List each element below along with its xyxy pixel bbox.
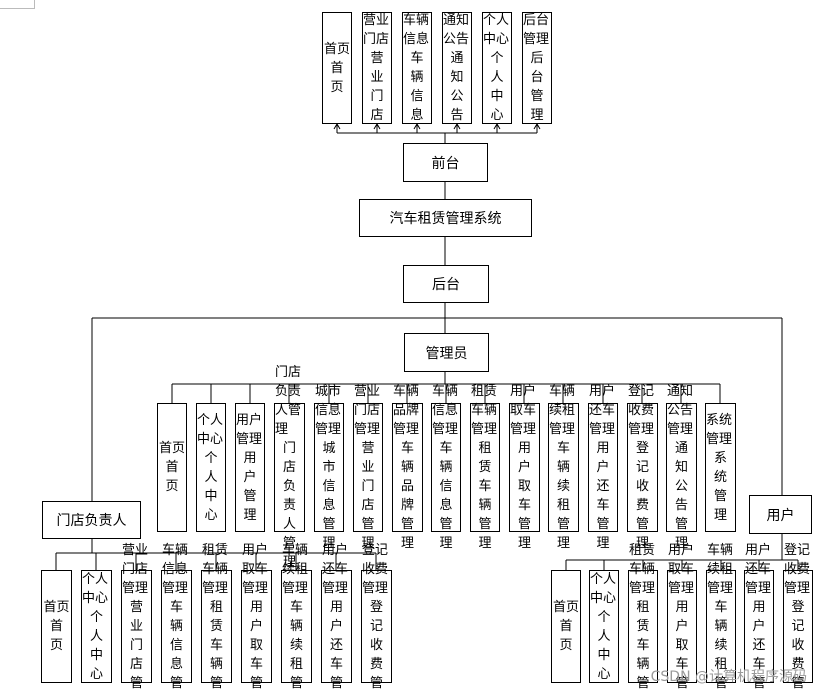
admin-module: 个人中心个人中心 — [196, 403, 226, 532]
user-module: 首页首页 — [551, 570, 581, 683]
root-system-node: 汽车租赁管理系统 — [359, 199, 532, 237]
admin-module: 用户还车管理用户还车管理 — [588, 384, 618, 551]
admin-module: 用户管理用户管理 — [235, 403, 265, 532]
frontend-module: 首页首页 — [322, 12, 352, 124]
admin-node: 管理员 — [404, 333, 489, 372]
admin-module: 首页首页 — [157, 403, 187, 532]
admin-module: 通知公告管理通知公告管理 — [666, 384, 697, 551]
frontend-module: 个人中心个人中心 — [482, 12, 512, 124]
admin-module: 租赁车辆管理租赁车辆管理 — [470, 384, 500, 551]
store-manager-node: 门店负责人 — [42, 501, 141, 539]
admin-module: 用户取车管理用户取车管理 — [509, 384, 540, 551]
backend-node: 后台 — [403, 265, 489, 303]
corner-mark — [0, 0, 35, 9]
frontend-node: 前台 — [403, 143, 488, 182]
store-manager-module: 个人中心个人中心 — [81, 570, 112, 683]
admin-module: 营业门店管理营业门店管理 — [353, 384, 383, 551]
admin-module: 车辆信息管理车辆信息管理 — [431, 384, 461, 551]
user-node: 用户 — [749, 495, 812, 534]
admin-module: 登记收费管理登记收费管理 — [627, 384, 658, 551]
frontend-module: 车辆信息车辆信息 — [402, 12, 432, 124]
frontend-module: 后台管理后台管理 — [522, 12, 552, 124]
watermark: CSDN @计算机程序源码 — [650, 669, 807, 685]
frontend-module: 营业门店营业门店 — [362, 12, 392, 124]
user-module: 个人中心个人中心 — [589, 570, 619, 683]
frontend-module: 通知公告通知公告 — [442, 12, 472, 124]
admin-module: 门店负责人管理门店负责人管理 — [274, 365, 305, 570]
admin-module: 车辆品牌管理车辆品牌管理 — [392, 384, 423, 551]
admin-module: 车辆续租管理车辆续租管理 — [548, 384, 579, 551]
admin-module: 城市信息管理城市信息管理 — [314, 384, 344, 551]
admin-module: 系统管理系统管理 — [705, 403, 736, 532]
store-manager-module: 首页首页 — [41, 570, 72, 683]
